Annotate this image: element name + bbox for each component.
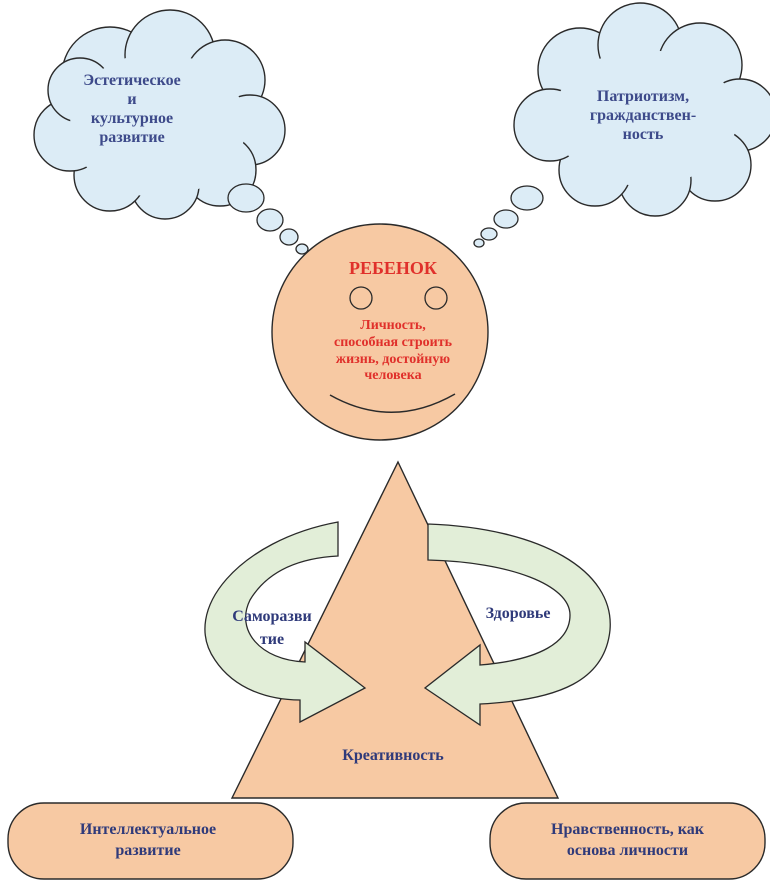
box-right-line2: основа личности [566, 841, 689, 859]
arrow-right [423, 523, 611, 727]
left-eye [349, 286, 373, 310]
cloud-right-bubbles [473, 185, 544, 248]
child-line4: человека [364, 368, 422, 384]
box-right-line1: Нравственность, как [551, 821, 704, 838]
cloud-left-line1: Эстетическое [83, 72, 181, 89]
arrow-left [204, 521, 367, 724]
cloud-left-line3: культурное [90, 109, 174, 127]
box-right [489, 802, 766, 880]
triangle-center-label: Креативность [342, 747, 444, 764]
box-left-line1: Интеллектуальное [79, 821, 217, 838]
cloud-left-line4: развитие [99, 128, 165, 146]
cloud-left-line2: и [127, 90, 137, 108]
arrow-left-label: Саморазви тие [222, 605, 322, 651]
cloud-right-text: Патриотизм, гражданствен- ность [568, 88, 718, 145]
cloud-right [513, 2, 770, 217]
cloud-right-line3: ность [622, 125, 664, 143]
arrow-left-line2: тие [259, 631, 285, 649]
child-line2: способная строить [333, 334, 453, 350]
smile [329, 393, 456, 413]
cloud-right-line1: Патриотизм, [596, 88, 690, 105]
child-line3: жизнь, достойную [335, 351, 451, 367]
arrow-left-line1: Саморазви [232, 608, 312, 625]
child-description: Личность, способная строить жизнь, досто… [318, 318, 468, 385]
box-left [7, 802, 294, 880]
box-right-label: Нравственность, как основа личности [505, 820, 750, 862]
right-eye [424, 286, 448, 310]
child-title: РЕБЕНОК [349, 258, 437, 278]
arrow-right-label: Здоровье [485, 605, 551, 622]
cloud-left-bubbles [227, 183, 309, 255]
box-left-line2: развитие [115, 841, 181, 859]
cloud-right-line2: гражданствен- [589, 106, 697, 124]
child-line1: Личность, [360, 318, 426, 333]
box-left-label: Интеллектуальное развитие [28, 820, 268, 862]
child-face [271, 223, 489, 441]
cloud-left-text: Эстетическое и культурное развитие [62, 72, 202, 148]
